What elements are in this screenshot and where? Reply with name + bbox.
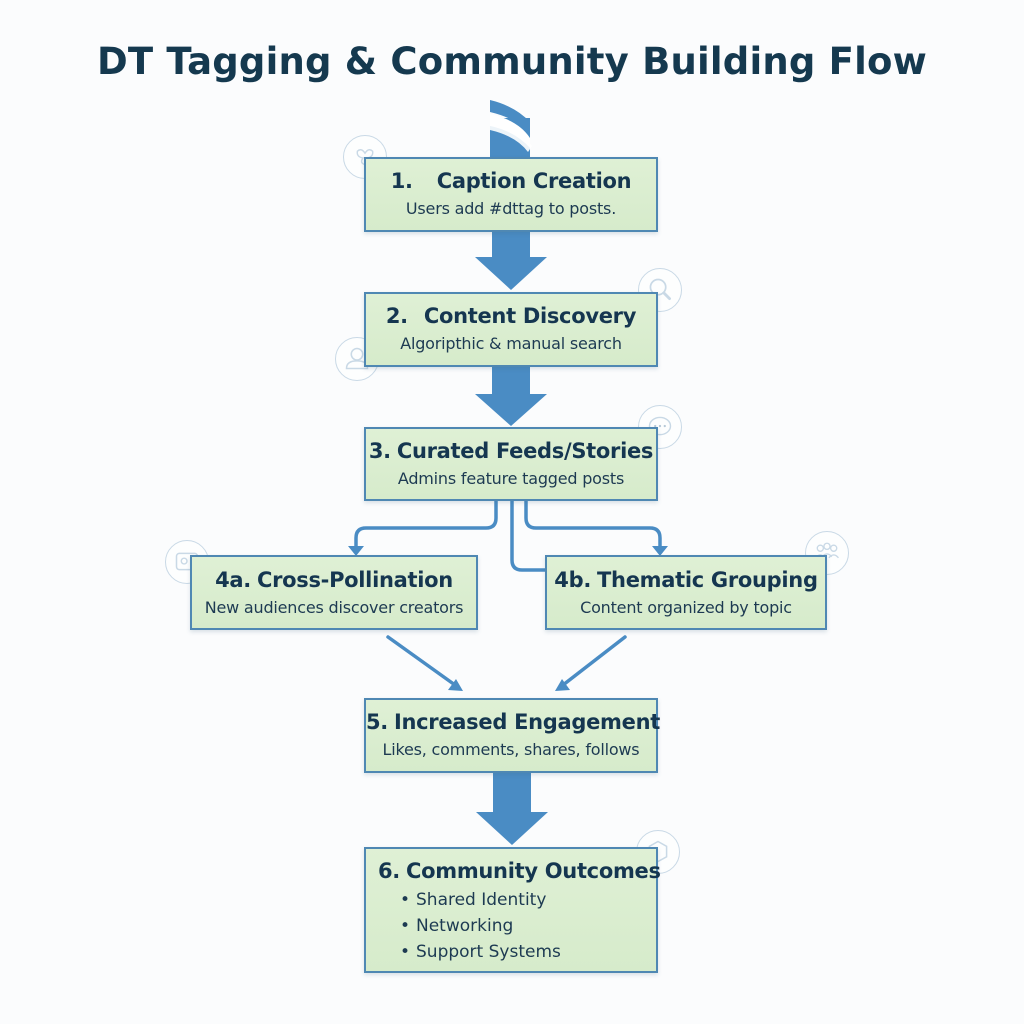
entry-chevrons-arrow — [490, 100, 532, 160]
step-heading: 4a.Cross-Pollination — [192, 568, 476, 592]
step-description: Content organized by topic — [580, 598, 792, 617]
step-number: 5. — [366, 710, 388, 734]
list-item: •Shared Identity — [400, 887, 656, 913]
step-heading: 4b.Thematic Grouping — [547, 568, 825, 592]
step-box-4b: 4b.Thematic Grouping Content organized b… — [545, 555, 827, 630]
step-box-6: 6.Community Outcomes •Shared Identity •N… — [364, 847, 661, 973]
arrow-1-to-2 — [475, 230, 547, 290]
step-number: 3. — [368, 439, 391, 463]
bullet-glyph: • — [400, 916, 411, 936]
arrow-head-4a — [348, 546, 364, 556]
step-title: Community Outcomes — [406, 859, 661, 883]
step-title: Increased Engagement — [394, 710, 660, 734]
arrow-5-to-6 — [476, 772, 548, 845]
step-heading: 2. Content Discovery — [366, 304, 656, 328]
step-box-2: 2. Content Discovery Algoripthic & manual… — [364, 292, 658, 367]
arrow-4b-to-5 — [555, 635, 627, 691]
outcome-text: Networking — [416, 916, 514, 936]
step-heading: 1. Caption Creation — [366, 169, 656, 193]
step-number: 6. — [378, 859, 400, 883]
step-description: Likes, comments, shares, follows — [382, 740, 640, 759]
arrow-3-to-4a — [354, 498, 498, 550]
step-number: 4a. — [215, 568, 251, 592]
step-title: Thematic Grouping — [597, 568, 818, 592]
step-box-4a: 4a.Cross-Pollination New audiences disco… — [190, 555, 478, 630]
arrow-3-to-4b — [524, 498, 662, 550]
bullet-glyph: • — [400, 942, 411, 962]
outcome-text: Shared Identity — [416, 890, 547, 910]
step-title: Caption Creation — [436, 169, 632, 193]
list-item: •Networking — [400, 913, 656, 939]
step-heading: 5.Increased Engagement — [366, 710, 660, 734]
list-item: •Support Systems — [400, 939, 656, 965]
step-description: Admins feature tagged posts — [397, 469, 625, 488]
step-description: Users add #dttag to posts. — [405, 199, 617, 218]
arrow-head-4b — [652, 546, 668, 556]
arrow-2-to-3 — [475, 366, 547, 426]
outcome-text: Support Systems — [416, 942, 561, 962]
step-title: Content Discovery — [423, 304, 637, 328]
step-number: 1. — [390, 169, 413, 193]
step-number: 2. — [385, 304, 408, 328]
step-box-1: 1. Caption Creation Users add #dttag to p… — [364, 157, 658, 232]
outcome-list: •Shared Identity •Networking •Support Sy… — [366, 887, 656, 965]
step-title: Curated Feeds/Stories — [396, 439, 654, 463]
connector-3-to-4b-lower — [510, 498, 548, 572]
step-box-5: 5.Increased Engagement Likes, comments, … — [364, 698, 660, 773]
group-icon — [805, 531, 849, 575]
step-number: 4b. — [554, 568, 592, 592]
step-description: Algoripthic & manual search — [400, 334, 622, 353]
step-box-3: 3.Curated Feeds/Stories Admins feature t… — [364, 427, 658, 501]
step-heading: 6.Community Outcomes — [366, 859, 661, 883]
step-heading: 3.Curated Feeds/Stories — [366, 439, 656, 463]
arrow-4a-to-5 — [386, 635, 463, 691]
diagram-title: DT Tagging & Community Building Flow — [96, 40, 928, 83]
bullet-glyph: • — [400, 890, 411, 910]
step-title: Cross-Pollination — [256, 568, 453, 592]
step-description: New audiences discover creators — [204, 598, 464, 617]
